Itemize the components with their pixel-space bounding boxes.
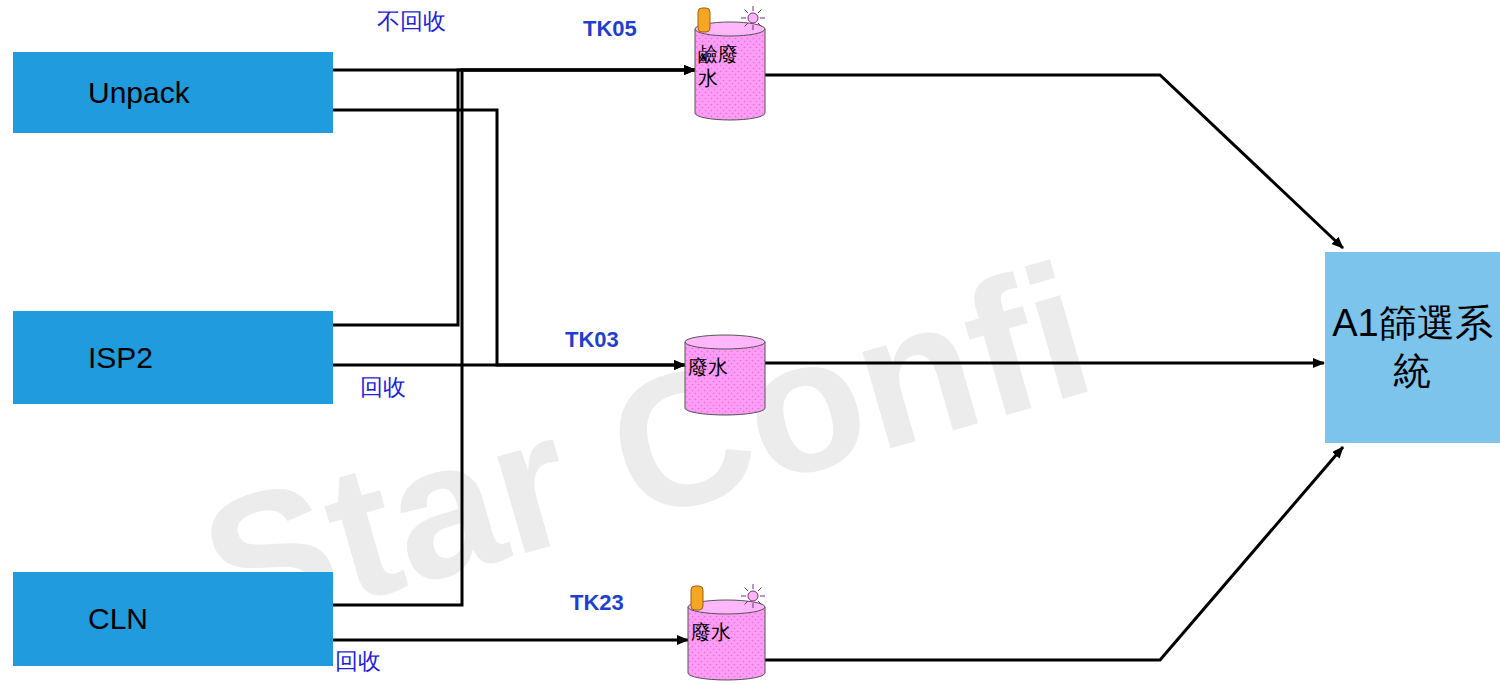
tank-content: 廢水 [691,620,771,644]
flow-label: 回收 [333,646,383,677]
flow-arrow [333,70,695,325]
flow-arrow [765,362,1324,365]
tank-tag: TK03 [565,327,619,353]
light-ray [758,601,762,605]
flow-label: 回收 [358,372,408,403]
tank-pipe [691,586,703,610]
light-ray [760,596,765,597]
tank-pipe [698,8,710,32]
light-symbol [748,13,758,23]
light-ray [753,25,754,30]
system-name: A1篩選系統 [1325,300,1500,395]
tank-body [685,342,765,415]
light-ray [741,596,746,597]
process-name: Unpack [13,76,190,110]
light-ray [745,601,749,605]
flow-arrow [333,364,685,367]
waste-tank: TK03廢水 [685,335,765,415]
tank-body [695,29,765,120]
flow-arrow [765,447,1343,660]
process-box: Unpack [13,52,333,133]
flow-label: 不回收 [375,6,448,37]
tank-top [685,335,765,349]
process-name: ISP2 [13,341,153,375]
light-ray [745,588,749,592]
system-box: A1篩選系統 [1325,252,1500,443]
light-ray [760,18,765,19]
process-box: ISP2 [13,311,333,404]
light-ray [753,6,754,11]
tank-tag: TK23 [570,590,624,616]
tank-tag: TK05 [583,16,637,42]
flow-arrow [765,75,1343,248]
light-ray [745,10,749,14]
waste-tank: TK23廢水 [688,600,765,680]
light-ray [741,18,746,19]
light-ray [758,10,762,14]
flow-arrow [333,639,688,642]
tank-content: 鹼廢水 [698,42,740,90]
light-symbol [748,591,758,601]
flow-arrow [333,70,695,605]
tank-body [688,607,765,680]
light-ray [753,584,754,589]
process-name: CLN [13,602,148,636]
light-ray [745,23,749,27]
process-box: CLN [13,572,333,666]
light-ray [758,588,762,592]
light-ray [758,23,762,27]
tank-content: 廢水 [688,355,768,379]
flow-arrow [333,110,685,365]
waste-tank: TK05鹼廢水 [695,22,765,120]
light-ray [753,603,754,608]
